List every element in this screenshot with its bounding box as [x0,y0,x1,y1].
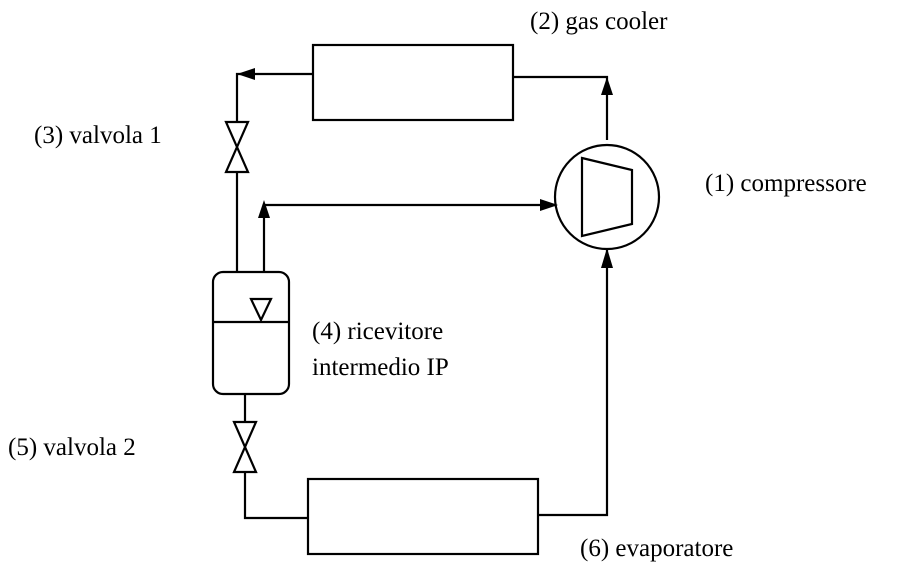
receiver-vessel [211,270,291,396]
valve1-symbol [224,120,250,174]
gas-cooler-box [311,43,515,122]
valve2-label: (5) valvola 2 [8,434,136,461]
compressor-symbol-icon [580,156,634,238]
line-evaporator-to-compressor [538,249,609,517]
valve2-symbol [232,420,258,474]
line-gas-cooler-to-valve1 [235,72,313,122]
compressor-label: (1) compressore [705,170,867,197]
receiver-label-line2: intermedio IP [312,354,449,381]
gas-cooler-label: (2) gas cooler [530,8,668,35]
arrowhead-compressor-intermediate-inlet [540,199,558,211]
receiver-level-marker-icon [249,297,273,323]
arrowhead-compressor-inlet [601,248,613,268]
arrowhead-receiver-vapor-outlet [258,200,270,218]
arrowhead-compressor-outlet [601,77,613,95]
line-compressor-to-gas-cooler [513,75,609,140]
line-valve2-to-evaporator [243,472,308,520]
evaporator-label: (6) evaporatore [580,535,734,562]
receiver-label-line1: (4) ricevitore [312,318,444,345]
compressor-circle [553,143,661,251]
valve1-label: (3) valvola 1 [34,122,162,149]
arrowhead-gas-cooler-outlet [237,68,255,80]
evaporator-box [306,477,540,556]
line-receiver-vapor-to-compressor [262,203,556,272]
